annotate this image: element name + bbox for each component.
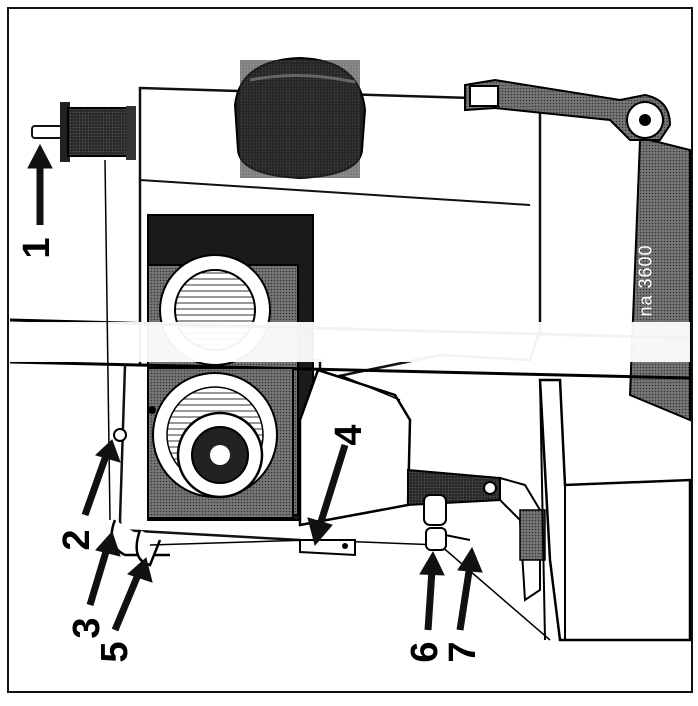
stitch-dial xyxy=(147,367,294,519)
arrow-4 xyxy=(307,443,349,547)
arrow-6 xyxy=(419,550,445,631)
horizontal-bands xyxy=(9,318,691,380)
label-2: 2 xyxy=(56,529,98,551)
label-6: 6 xyxy=(404,641,446,663)
arrow-3 xyxy=(86,531,121,607)
thread-cutter xyxy=(299,539,356,557)
arrows xyxy=(27,143,483,632)
arrow-7 xyxy=(456,546,483,631)
bobbin-winder xyxy=(464,78,672,141)
machine-bed xyxy=(538,378,692,642)
brand-text: na 3600 xyxy=(635,244,656,317)
take-up-lever xyxy=(110,519,170,567)
label-1: 1 xyxy=(16,237,58,259)
page-border xyxy=(7,7,693,693)
presser-bar xyxy=(407,468,546,602)
needle-clamp xyxy=(423,494,471,551)
top-knob xyxy=(233,56,367,180)
thread-path xyxy=(104,159,551,641)
spool-pin xyxy=(31,102,136,162)
thread-guide xyxy=(113,428,127,442)
label-5: 5 xyxy=(94,641,136,663)
label-4: 4 xyxy=(328,424,370,446)
arrow-1 xyxy=(27,143,53,225)
arrow-2 xyxy=(81,439,121,517)
arrow-5 xyxy=(111,557,153,632)
label-7: 7 xyxy=(442,641,484,663)
